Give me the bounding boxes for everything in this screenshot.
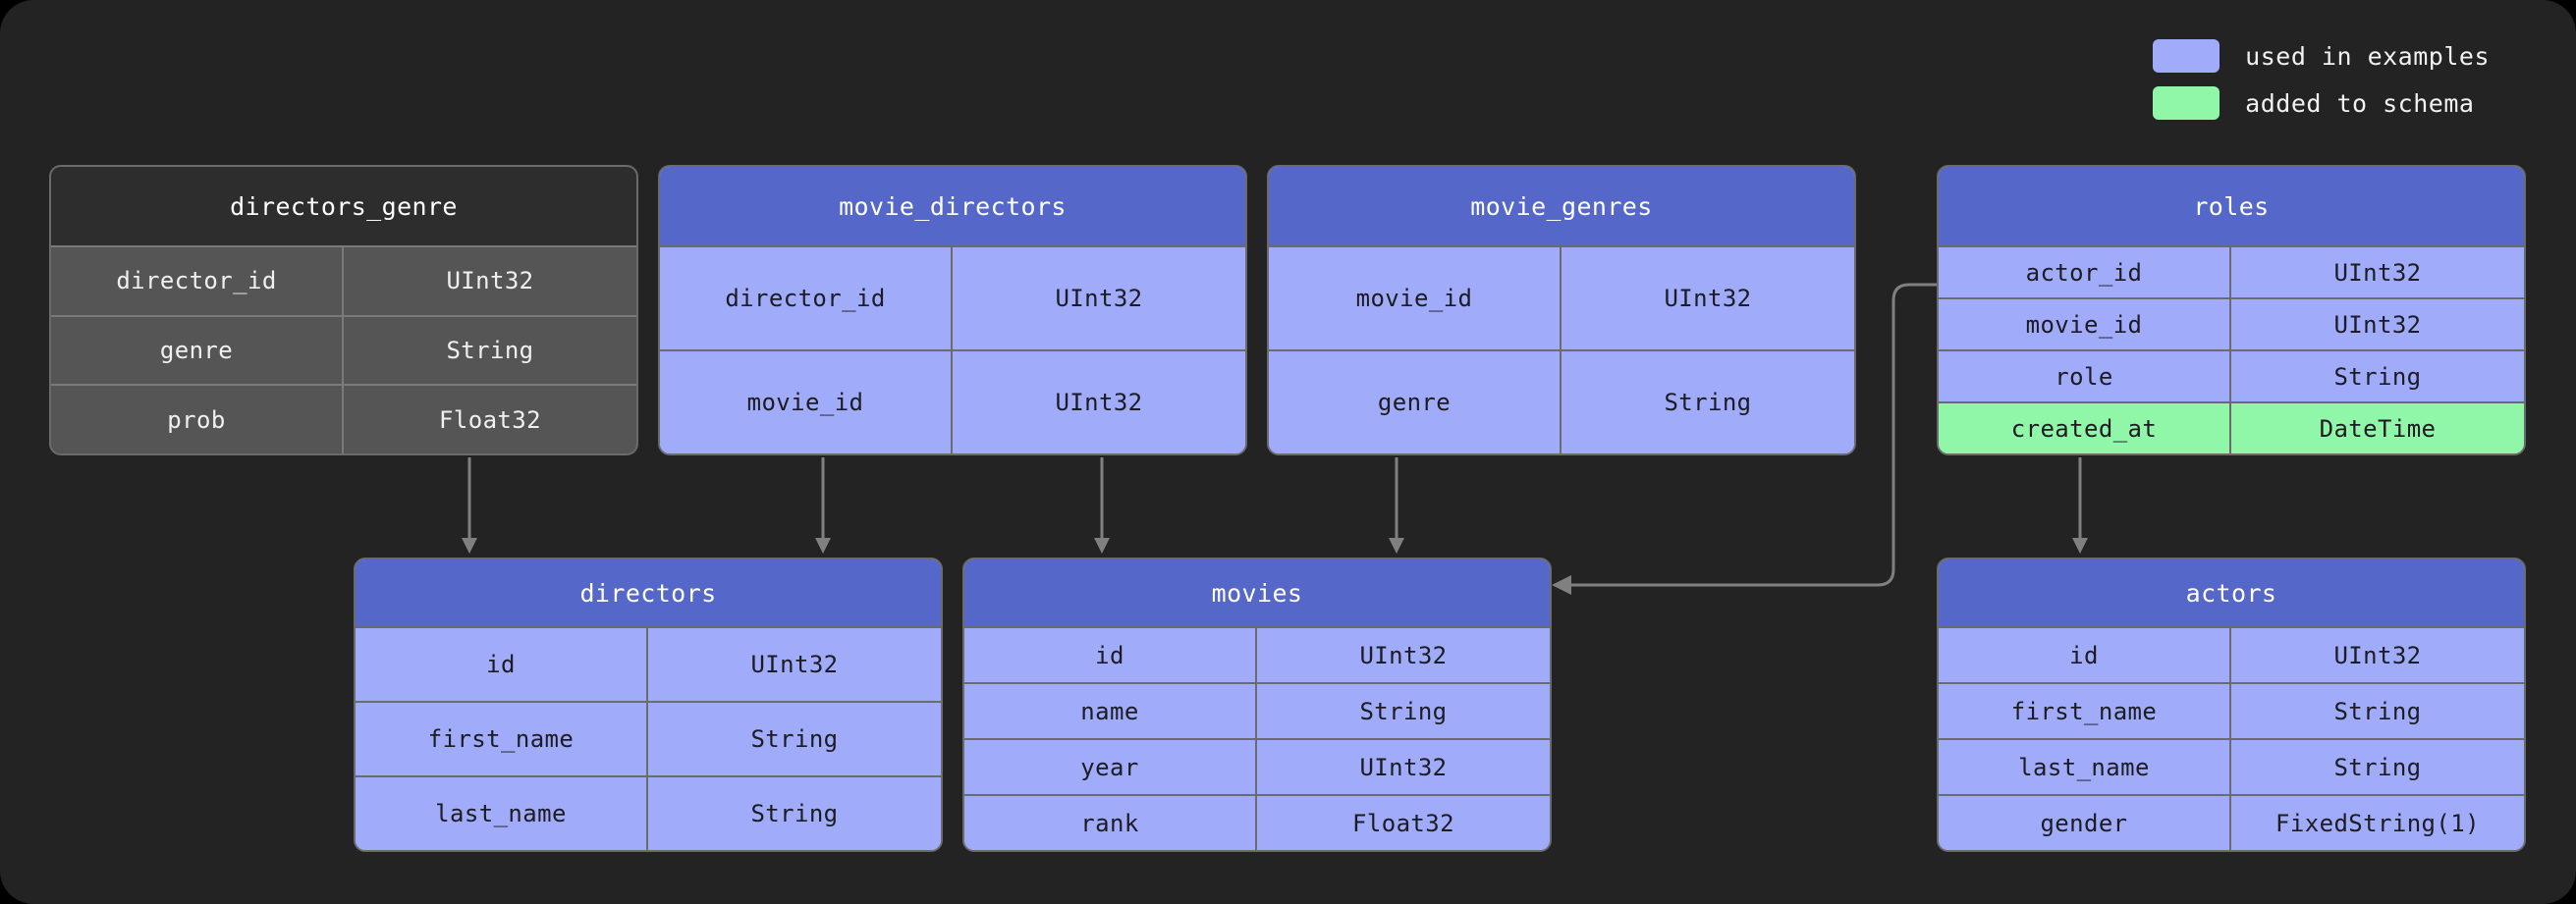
column-type: UInt32 — [2231, 299, 2524, 349]
column-type: UInt32 — [648, 628, 941, 701]
legend-item-label: added to schema — [2245, 88, 2475, 118]
column-type: String — [344, 316, 636, 385]
column-name: last_name — [356, 777, 648, 850]
column-name: prob — [51, 386, 344, 453]
connector-movie_directors-directors — [815, 457, 831, 554]
connector-roles-actors — [2072, 457, 2088, 554]
column-type: String — [2231, 351, 2524, 401]
column-name: director_id — [660, 247, 953, 349]
column-name: role — [1939, 351, 2231, 401]
column-type: UInt32 — [1562, 247, 1854, 349]
table-title: movie_directors — [660, 167, 1245, 245]
column-name: first_name — [356, 703, 648, 775]
column-name: movie_id — [1939, 299, 2231, 349]
green-swatch-icon — [2153, 86, 2220, 120]
column-name: last_name — [1939, 740, 2231, 794]
blue-swatch-icon — [2153, 39, 2220, 73]
column-type: String — [1257, 684, 1550, 738]
legend-item-label: used in examples — [2245, 41, 2490, 71]
column-type: FixedString(1) — [2231, 796, 2524, 850]
table-title: roles — [1939, 167, 2524, 245]
table-title: actors — [1939, 559, 2524, 626]
column-name: rank — [964, 796, 1257, 850]
column-type: UInt32 — [1257, 628, 1550, 682]
column-type: UInt32 — [1257, 740, 1550, 794]
column-type: UInt32 — [344, 247, 636, 315]
table-title: directors_genre — [51, 167, 636, 245]
legend-item: added to schema — [2153, 86, 2490, 120]
connector-movie_directors-movies — [1094, 457, 1110, 554]
table-title: movies — [964, 559, 1550, 626]
column-name: year — [964, 740, 1257, 794]
column-type: UInt32 — [953, 351, 1245, 453]
column-name: genre — [1269, 351, 1562, 453]
column-type: String — [648, 777, 941, 850]
column-name: actor_id — [1939, 247, 2231, 297]
column-name: id — [964, 628, 1257, 682]
column-type: String — [2231, 740, 2524, 794]
table-title: movie_genres — [1269, 167, 1854, 245]
column-name: id — [1939, 628, 2231, 682]
column-type: String — [2231, 684, 2524, 738]
column-name: genre — [51, 316, 344, 385]
column-name: first_name — [1939, 684, 2231, 738]
column-name: name — [964, 684, 1257, 738]
column-type: DateTime — [2231, 403, 2524, 453]
column-name: gender — [1939, 796, 2231, 850]
column-name: director_id — [51, 247, 344, 315]
column-name: movie_id — [1269, 247, 1562, 349]
column-type: String — [648, 703, 941, 775]
column-type: UInt32 — [2231, 628, 2524, 682]
column-type: String — [1562, 351, 1854, 453]
column-type: UInt32 — [953, 247, 1245, 349]
column-name: created_at — [1939, 403, 2231, 453]
column-type: UInt32 — [2231, 247, 2524, 297]
connector-directors_genre-directors — [462, 457, 477, 554]
legend: used in examples added to schema — [2153, 39, 2490, 120]
column-type: Float32 — [1257, 796, 1550, 850]
column-name: id — [356, 628, 648, 701]
legend-item: used in examples — [2153, 39, 2490, 73]
column-name: movie_id — [660, 351, 953, 453]
column-type: Float32 — [344, 386, 636, 453]
connector-movie_genres-movies — [1389, 457, 1404, 554]
table-title: directors — [356, 559, 941, 626]
